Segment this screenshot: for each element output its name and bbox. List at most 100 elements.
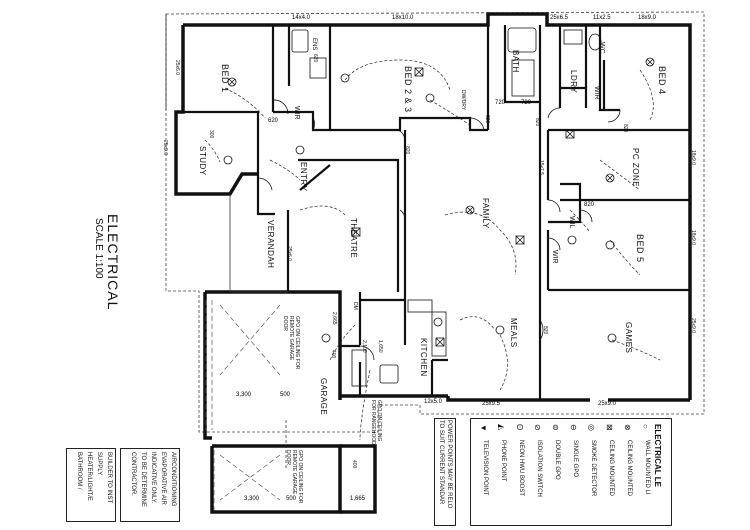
dim-bottom-meals: 25x9.5 — [482, 401, 501, 407]
room-label-bath: BATH — [511, 50, 520, 73]
verandah-outline — [229, 194, 288, 293]
builder-note-line: SUPPLY — [96, 452, 102, 476]
legend-label: TELEVISION POINT — [482, 440, 488, 496]
legend-label: DOUBLE GPO — [554, 440, 560, 480]
dim-garage-2: 3,300 — [244, 496, 260, 502]
legend-symbol: ⊗ — [623, 424, 632, 431]
dim-label: 18x9.0 — [690, 230, 696, 246]
room-label-meals: MEALS — [509, 318, 518, 348]
room-label-family: FAMILY — [481, 198, 490, 229]
dim-top-ens: 14x4.0 — [292, 15, 311, 21]
drawing-scale: SCALE 1:100 — [93, 218, 104, 279]
garage-note-1: GPO ON CEILING FOR REMOTE GARAGE DOOR — [282, 316, 300, 370]
legend-symbol: ○ — [641, 424, 650, 429]
legend-label: SINGLE GPO — [572, 440, 578, 478]
dim-door-bath-2: 720 — [521, 100, 532, 106]
dim-label: 300 — [208, 130, 214, 139]
room-label-wir1: WIR — [293, 106, 300, 120]
room-label-wil: WIL — [568, 216, 575, 229]
builder-note-line: BUILDER TO INST — [106, 452, 112, 504]
legend-heading: ELECTRICAL LE — [653, 424, 662, 487]
dim-bottom-kitchen: 12x5.0 — [424, 399, 443, 405]
room-label-bed23: BED 2 & 3 — [403, 66, 413, 113]
legend-symbol: ⊜ — [551, 424, 560, 431]
room-label-theatre: THEATRE — [349, 218, 358, 259]
dim-label: 2,100 — [361, 340, 367, 353]
builder-note-line: HEATER/LIGHT/E — [86, 452, 92, 501]
dim-label: 400 — [330, 350, 336, 359]
dim-label: 25x9.0 — [690, 318, 696, 334]
eave-outline — [165, 11, 705, 433]
dim-top-bath: 25x6.5 — [550, 15, 569, 21]
legend-symbol: ⊠ — [605, 424, 614, 431]
dim-top-bed4: 18x9.0 — [638, 15, 657, 21]
room-label-games: GAMES — [624, 322, 633, 354]
aircon-note-line: INDICATIVE ONLY. — [150, 452, 156, 504]
legend-label: CEILING MOUNTED — [608, 440, 614, 497]
legend-label: CEILING MOUNTED — [626, 440, 632, 497]
aircon-note-line: TO BE DETERMINE — [140, 452, 146, 507]
garage-note-3: GPO ON CEILING FOR RANGEHOOD — [370, 400, 382, 445]
room-label-entry: ENTRY — [299, 162, 308, 192]
dim-label: 1,650 — [377, 340, 383, 353]
legend-symbol: ʘ — [515, 424, 524, 431]
room-label-bed5: BED 5 — [635, 234, 645, 263]
aircon-note-line: AIRCONDITIONING — [170, 452, 176, 507]
legend-symbol: ⊖ — [569, 424, 578, 431]
room-label-bed4: BED 4 — [657, 66, 667, 95]
dim-label: 620 — [312, 54, 318, 63]
garage-crosslines — [205, 300, 281, 512]
room-label-verandah: VERANDAH — [266, 220, 275, 269]
legend-symbol: ◎ — [587, 424, 596, 431]
room-label-ens: ENS — [311, 38, 317, 51]
room-label-bed1: BED 1 — [220, 64, 230, 93]
legend-label: ISOLATION SWITCH — [536, 440, 542, 497]
aircon-note-line: CONTRACTOR. — [130, 452, 136, 496]
room-label-kitchen: KITCHEN — [419, 338, 428, 377]
dim-label: 25x6.0 — [286, 246, 292, 262]
dim-label: 820 — [404, 146, 410, 155]
label-dm: DM — [352, 302, 358, 310]
dim-top-ldry: 11x2.5 — [593, 15, 611, 21]
interior-walls — [183, 25, 690, 400]
dim-garage-1: 3,300 — [236, 392, 252, 398]
dim-label: 820 — [622, 124, 628, 133]
garage-note-2: GPO ON CEILING FOR REMOTE GARAGE DOOR — [285, 450, 303, 504]
builder-note-box — [66, 448, 116, 522]
fixtures — [291, 27, 602, 387]
dim-label: 25x9.0 — [162, 140, 168, 156]
dim-label: 18x9.0 — [690, 150, 696, 166]
aircon-note-box — [120, 448, 180, 522]
aircon-note-line: EVAPORATIVE AIR — [160, 452, 166, 505]
dim-label: 820 — [484, 115, 490, 124]
wiring-arcs — [204, 59, 661, 470]
drawing-title: ELECTRICAL — [105, 214, 121, 311]
legend-symbol: ◭ — [497, 424, 506, 431]
power-note-line: TO SUIT CURRENT STANDAR — [438, 420, 444, 505]
dim-label: 820 — [542, 326, 548, 335]
room-label-wc: WC — [598, 42, 605, 54]
room-label-wir2: WIR — [593, 86, 600, 100]
smoke-detectors — [351, 67, 575, 347]
legend-label: SMOKE DETECTOR — [590, 440, 596, 497]
dim-label: 15x7.5 — [538, 160, 544, 176]
dim-garage-4: 500 — [286, 496, 297, 502]
power-note-line: POWER POINTS MAY BE RELO — [446, 420, 452, 509]
legend-box — [470, 418, 672, 526]
ceiling-lights — [223, 57, 655, 343]
dim-bottom-games: 25x9.0 — [598, 401, 617, 407]
builder-note-line: BATHROOM / — [76, 452, 82, 490]
legend-label: NEON HWU BOOST — [518, 440, 524, 497]
dim-label: 2,665 — [331, 312, 337, 325]
dim-door-bath: 720 — [495, 100, 506, 106]
dim-label: 25x6.0 — [174, 60, 180, 76]
dim-garage-3: 500 — [280, 392, 291, 398]
power-note-box — [434, 418, 456, 526]
dim-garage-5: 1,665 — [350, 496, 366, 502]
dim-door-bed1: 620 — [268, 118, 279, 124]
door-swings — [257, 99, 621, 361]
room-label-garage: GARAGE — [319, 378, 328, 416]
room-label-study: STUDY — [198, 146, 207, 176]
dim-door-pc: 820 — [584, 202, 595, 208]
